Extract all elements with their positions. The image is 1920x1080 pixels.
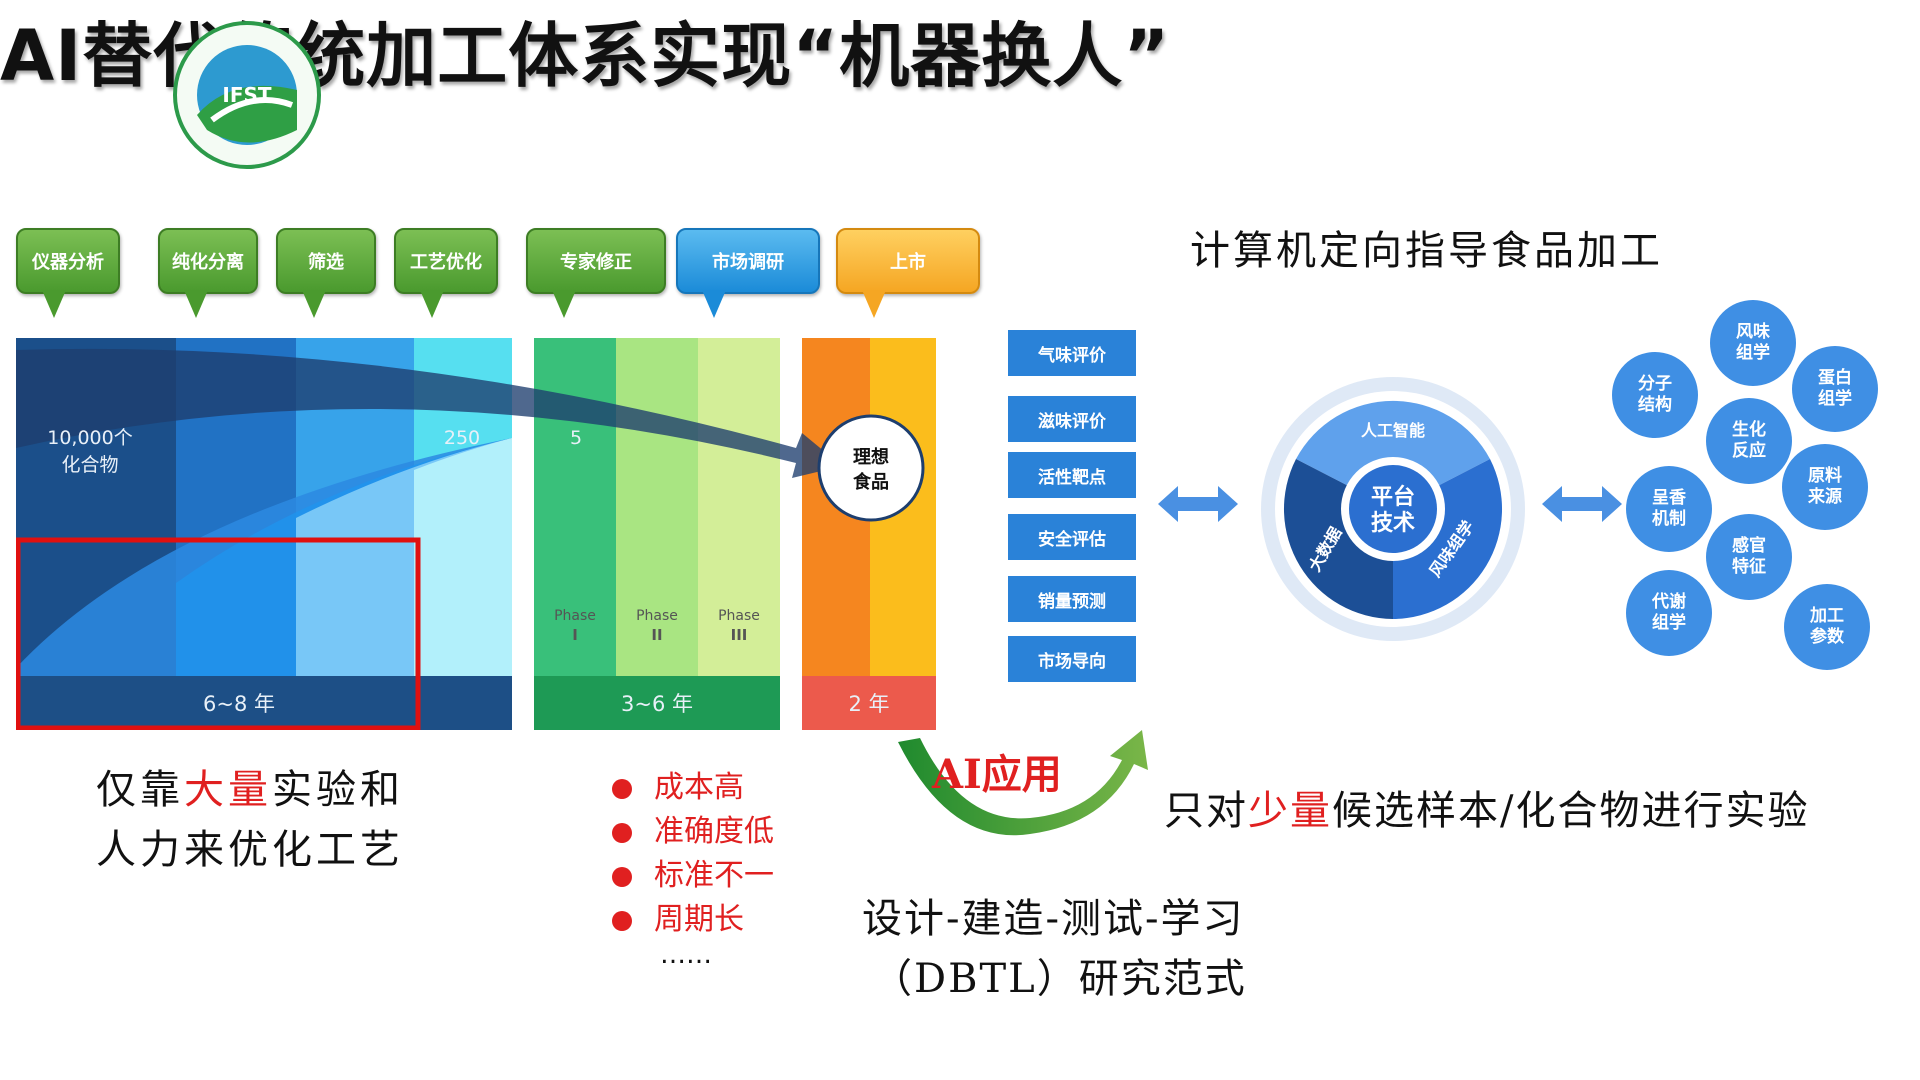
drawback-item: 成本高 xyxy=(612,762,744,806)
count-mid: 250 xyxy=(444,427,480,449)
funnel-arrow xyxy=(16,348,842,478)
callout-market-research: 市场调研 xyxy=(676,228,820,318)
compounds-line-2: 化合物 xyxy=(61,454,118,476)
caption-text: 仅靠 xyxy=(96,767,184,813)
bubble-label: 代谢组学 xyxy=(1652,592,1686,633)
bubble-flavoromics: 风味组学 xyxy=(1710,300,1796,386)
callout-label: 工艺优化 xyxy=(410,252,482,273)
eval-box: 滋味评价 xyxy=(1008,396,1136,442)
bubble-metabolomics: 代谢组学 xyxy=(1626,570,1712,656)
callout-purification: 纯化分离 xyxy=(158,228,258,318)
callout-label: 上市 xyxy=(890,252,926,273)
ideal-food-circle xyxy=(817,414,925,522)
drawback-item: 标准不一 xyxy=(612,850,774,894)
bubble-sensory-features: 感官特征 xyxy=(1706,514,1792,600)
phase-1-name: Phase xyxy=(554,608,596,624)
callout-label: 纯化分离 xyxy=(172,252,244,273)
segment-ai: 人工智能 xyxy=(1361,421,1425,440)
target-line-2: 食品 xyxy=(852,471,889,493)
duration-2: 3~6 年 xyxy=(621,692,693,716)
caption-text: 实验和 xyxy=(272,767,404,813)
bubble-molecular-structure: 分子结构 xyxy=(1612,352,1698,438)
callout-expert-revision: 专家修正 xyxy=(526,228,666,318)
right-title: 计算机定向指导食品加工 xyxy=(1190,228,1663,274)
count-small: 5 xyxy=(570,427,582,449)
bubble-label: 原料来源 xyxy=(1808,466,1842,507)
bubble-label: 风味组学 xyxy=(1736,322,1770,363)
bubble-aroma-mechanism: 呈香机制 xyxy=(1626,466,1712,552)
bubble-biochemical-reaction: 生化反应 xyxy=(1706,398,1792,484)
stage-diagram: 理想 食品 10,000个 化合物 250 5 Phase I Phase II… xyxy=(16,338,936,730)
platform-center-2: 技术 xyxy=(1371,511,1415,536)
duration-bar xyxy=(802,676,936,730)
bubble-label: 感官特征 xyxy=(1732,536,1766,577)
platform-center-1: 平台 xyxy=(1371,484,1415,510)
duration-3: 2 年 xyxy=(848,692,889,716)
bubble-label: 分子结构 xyxy=(1638,374,1672,415)
bullet-icon xyxy=(612,779,632,799)
highlight-box xyxy=(16,537,421,730)
right-caption: 只对少量候选样本/化合物进行实验 xyxy=(1164,778,1809,836)
phase-3-name: Phase xyxy=(718,608,760,624)
double-arrow-icon xyxy=(1542,486,1622,522)
duration-bar xyxy=(16,676,512,730)
bubble-label: 呈香机制 xyxy=(1652,488,1686,529)
bullet-icon xyxy=(612,867,632,887)
callout-screening: 筛选 xyxy=(276,228,376,318)
target-line-1: 理想 xyxy=(853,446,889,468)
eval-box: 气味评价 xyxy=(1008,330,1136,376)
stage-block xyxy=(616,338,698,676)
bubble-label: 加工参数 xyxy=(1810,606,1844,647)
drawback-item: 准确度低 xyxy=(612,806,774,850)
logo-center-text: IFST xyxy=(222,83,272,107)
callout-label: 市场调研 xyxy=(712,252,784,273)
phase-1-num: I xyxy=(572,626,578,644)
ai-label: AI应用 xyxy=(932,751,1062,798)
callout-process-optimization: 工艺优化 xyxy=(394,228,498,318)
phase-3-num: III xyxy=(731,626,748,644)
dbtl-line-2: （DBTL）研究范式 xyxy=(872,956,1247,1002)
bullet-icon xyxy=(612,823,632,843)
eval-box: 销量预测 xyxy=(1008,576,1136,622)
callout-label: 专家修正 xyxy=(560,252,632,273)
left-caption: 仅靠大量实验和 人力来优化工艺 xyxy=(96,760,404,880)
callout-label: 筛选 xyxy=(308,252,344,273)
double-arrow-icon xyxy=(1158,486,1238,522)
caption-text: 候选样本/化合物进行实验 xyxy=(1332,788,1810,834)
eval-box: 市场导向 xyxy=(1008,636,1136,682)
ifst-logo: IFST xyxy=(172,20,322,170)
stage-block xyxy=(698,338,780,676)
compounds-line-1: 10,000个 xyxy=(47,427,132,449)
ai-arc-arrow xyxy=(898,730,1148,836)
caption-line-2: 人力来优化工艺 xyxy=(96,827,404,873)
callout-label: 仪器分析 xyxy=(32,252,104,273)
eval-box: 安全评估 xyxy=(1008,514,1136,560)
phase-2-num: II xyxy=(651,626,662,644)
bubble-label: 生化反应 xyxy=(1732,420,1766,461)
duration-bar xyxy=(534,676,780,730)
platform-diagram: 平台 技术 人工智能 大数据 风味组学 xyxy=(1261,377,1525,641)
caption-text: 只对 xyxy=(1164,788,1248,834)
callout-instrument-analysis: 仪器分析 xyxy=(16,228,120,318)
bubble-label: 蛋白组学 xyxy=(1818,368,1852,409)
bubble-processing-params: 加工参数 xyxy=(1784,584,1870,670)
callout-launch: 上市 xyxy=(836,228,980,318)
bubble-raw-material-source: 原料来源 xyxy=(1782,444,1868,530)
bubble-proteomics: 蛋白组学 xyxy=(1792,346,1878,432)
caption-emphasis: 大量 xyxy=(184,767,272,813)
dbtl-line-1: 设计-建造-测试-学习 xyxy=(862,896,1245,942)
bullet-icon xyxy=(612,911,632,931)
drawback-item: 周期长 xyxy=(612,894,744,938)
caption-emphasis: 少量 xyxy=(1248,788,1332,834)
phase-2-name: Phase xyxy=(636,608,678,624)
duration-1: 6~8 年 xyxy=(203,692,275,716)
ellipsis: …… xyxy=(660,940,712,970)
eval-box: 活性靶点 xyxy=(1008,452,1136,498)
